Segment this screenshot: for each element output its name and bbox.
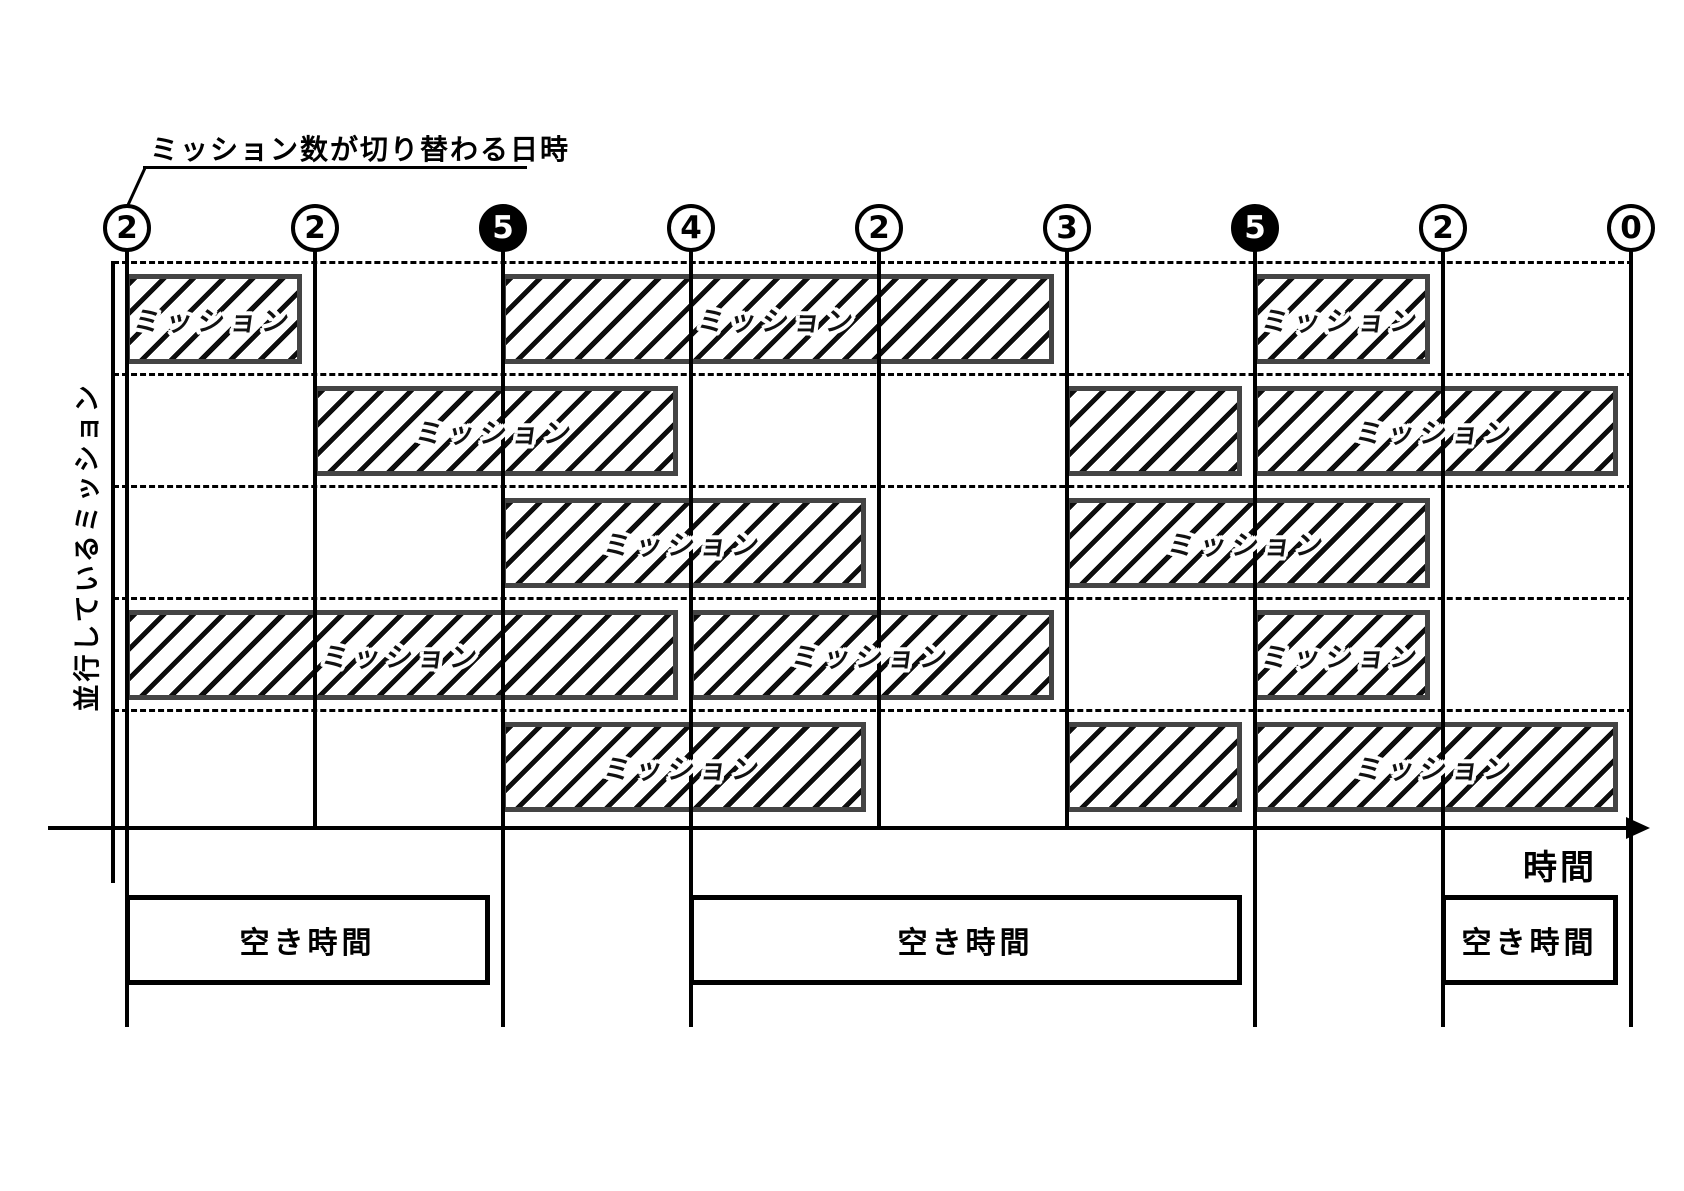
mission-bar — [689, 610, 1054, 700]
mission-bar — [1253, 610, 1430, 700]
mission-bar-label: ミッション — [600, 754, 766, 786]
mission-bar — [313, 386, 678, 476]
mission-bar — [1065, 722, 1242, 812]
row-dashed-line — [113, 261, 1633, 264]
parallel-axis-label: 並行しているミッション — [72, 382, 104, 712]
free-time-box: 空き時間 — [689, 895, 1242, 985]
row-dashed-line — [113, 709, 1633, 712]
time-line — [877, 248, 881, 828]
mission-bar — [1065, 498, 1430, 588]
time-point-circle: 3 — [1043, 204, 1091, 252]
row-dashed-line — [113, 373, 1633, 376]
time-point-circle: 0 — [1607, 204, 1655, 252]
time-line — [313, 248, 317, 828]
free-time-label: 空き時間 — [897, 926, 1034, 961]
time-line — [501, 248, 505, 1027]
mission-bar-label: ミッション — [788, 642, 954, 674]
mission-bar — [125, 610, 678, 700]
mission-bar-label: ミッション — [130, 306, 296, 338]
free-time-box: 空き時間 — [125, 895, 490, 985]
page-title: ミッション数が切り替わる日時 — [150, 133, 571, 166]
time-axis-line — [48, 826, 1632, 830]
row-dashed-line — [113, 485, 1633, 488]
time-line — [689, 248, 693, 1027]
mission-bar — [1253, 274, 1430, 364]
mission-bar-label: ミッション — [1352, 754, 1518, 786]
title-leader-line — [126, 167, 147, 206]
time-point-circle: 5 — [1231, 204, 1279, 252]
time-line — [125, 248, 129, 1027]
mission-bar — [501, 722, 866, 812]
time-point-circle: 5 — [479, 204, 527, 252]
mission-bar-label: ミッション — [694, 306, 860, 338]
title-underline — [143, 166, 527, 169]
time-line — [1441, 248, 1445, 1027]
row-dashed-line — [113, 597, 1633, 600]
time-line — [1065, 248, 1069, 828]
time-axis-label: 時間 — [1523, 848, 1597, 888]
time-point-circle: 2 — [291, 204, 339, 252]
mission-bar-label: ミッション — [318, 642, 484, 674]
time-line — [1629, 248, 1633, 1027]
time-point-circle: 2 — [1419, 204, 1467, 252]
mission-bar-label: ミッション — [600, 530, 766, 562]
free-time-box: 空き時間 — [1441, 895, 1618, 985]
time-line — [1253, 248, 1257, 1027]
time-point-circle: 4 — [667, 204, 715, 252]
time-point-circle: 2 — [103, 204, 151, 252]
mission-bar-label: ミッション — [1352, 418, 1518, 450]
mission-bar — [501, 274, 1054, 364]
mission-bar — [1253, 386, 1618, 476]
mission-bar-label: ミッション — [412, 418, 578, 450]
free-time-label: 空き時間 — [1461, 926, 1598, 961]
mission-bar — [501, 498, 866, 588]
mission-bar-label: ミッション — [1258, 306, 1424, 338]
parallel-axis-line — [111, 261, 115, 883]
mission-bar — [1065, 386, 1242, 476]
mission-bar-label: ミッション — [1164, 530, 1330, 562]
mission-bar — [1253, 722, 1618, 812]
free-time-label: 空き時間 — [239, 926, 376, 961]
mission-bar-label: ミッション — [1258, 642, 1424, 674]
time-point-circle: 2 — [855, 204, 903, 252]
mission-bar — [125, 274, 302, 364]
